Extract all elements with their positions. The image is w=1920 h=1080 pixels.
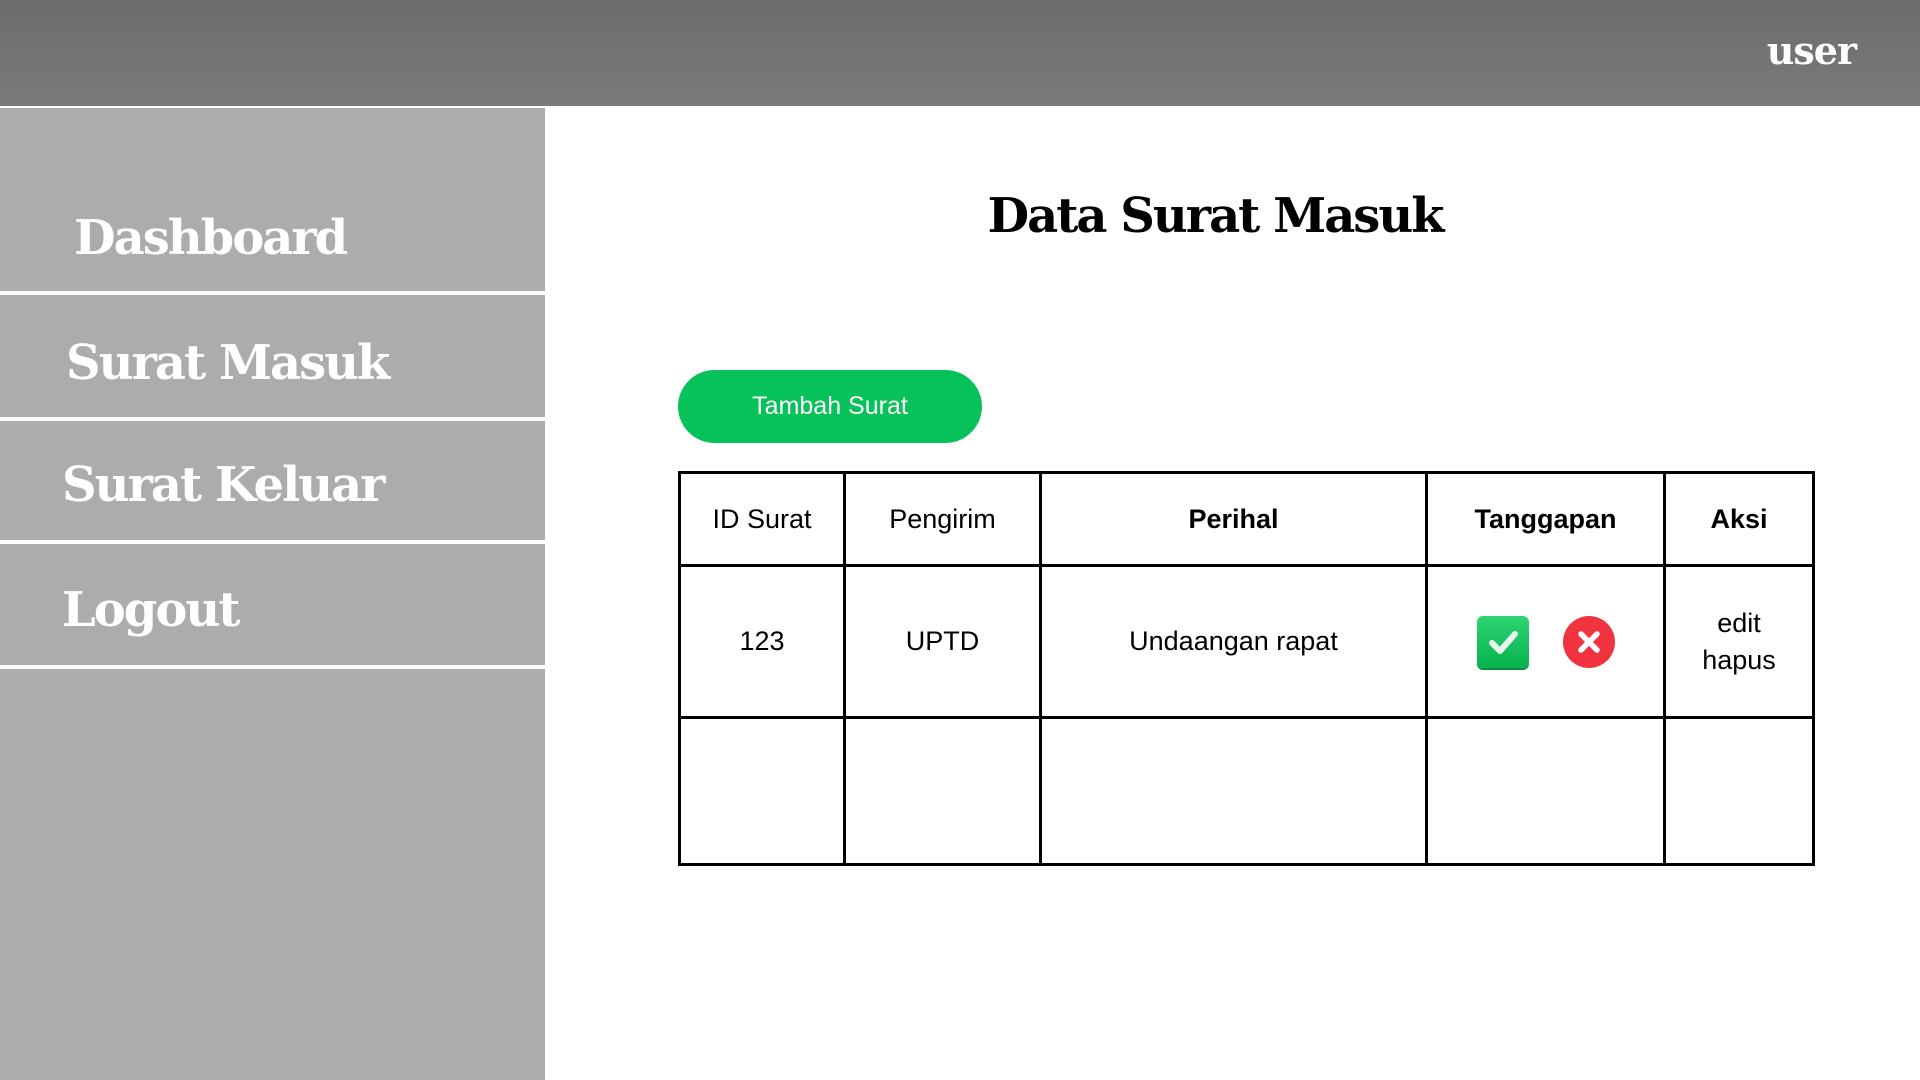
table-row-empty: [678, 716, 1815, 866]
column-header-pengirim: Pengirim: [843, 471, 1042, 567]
empty-cell: [843, 716, 1042, 866]
sidebar-item-dashboard[interactable]: Dashboard: [0, 108, 545, 295]
column-header-perihal: Perihal: [1039, 471, 1428, 567]
edit-link[interactable]: edit: [1717, 607, 1761, 638]
surat-masuk-table: ID Surat Pengirim Perihal Tanggapan Aksi…: [678, 471, 1815, 866]
add-surat-button[interactable]: Tambah Surat: [678, 370, 982, 443]
sidebar-item-label: Surat Masuk: [66, 335, 390, 391]
column-header-aksi: Aksi: [1663, 471, 1815, 567]
page-title: Data Surat Masuk: [987, 188, 1445, 244]
sidebar-item-logout[interactable]: Logout: [0, 544, 545, 669]
cell-id-surat: 123: [678, 564, 846, 719]
column-header-tanggapan: Tanggapan: [1425, 471, 1666, 567]
empty-cell: [1663, 716, 1815, 866]
hapus-link[interactable]: hapus: [1702, 644, 1776, 675]
empty-cell: [1039, 716, 1428, 866]
cell-perihal: Undaangan rapat: [1039, 564, 1428, 719]
sidebar-item-surat-masuk[interactable]: Surat Masuk: [0, 295, 545, 421]
user-label[interactable]: user: [1766, 28, 1857, 73]
top-header-bar: user: [0, 0, 1920, 106]
cell-aksi: edit hapus: [1663, 564, 1815, 719]
check-icon[interactable]: [1476, 615, 1529, 668]
sidebar-item-surat-keluar[interactable]: Surat Keluar: [0, 421, 545, 544]
cell-tanggapan: [1425, 564, 1666, 719]
table-row: 123 UPTD Undaangan rapat: [678, 564, 1815, 719]
cross-icon[interactable]: [1562, 615, 1615, 668]
sidebar-item-label: Surat Keluar: [62, 457, 386, 513]
empty-cell: [1425, 716, 1666, 866]
sidebar-item-label: Dashboard: [74, 210, 348, 266]
sidebar-item-label: Logout: [62, 582, 240, 638]
sidebar: Dashboard Surat Masuk Surat Keluar Logou…: [0, 108, 545, 1080]
cell-pengirim: UPTD: [843, 564, 1042, 719]
empty-cell: [678, 716, 846, 866]
column-header-id-surat: ID Surat: [678, 471, 846, 567]
table-header-row: ID Surat Pengirim Perihal Tanggapan Aksi: [678, 471, 1815, 567]
